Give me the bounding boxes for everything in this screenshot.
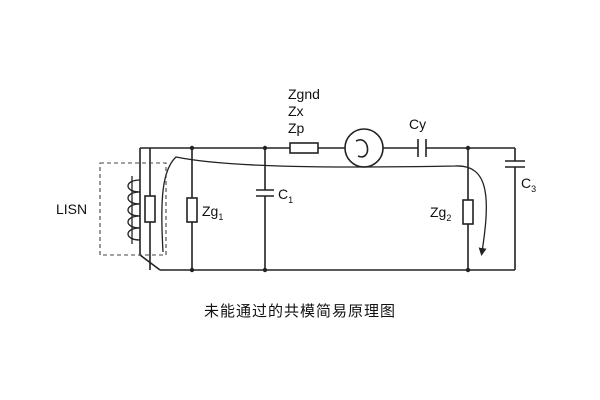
zg2-label-main: Zg [430, 204, 446, 220]
zp-resistor [289, 142, 319, 154]
zgnd-label: Zgnd [288, 86, 320, 102]
c1-label-main: C [278, 186, 288, 202]
figure-caption: 未能通过的共模简易原理图 [203, 302, 396, 320]
c1-label: C1 [278, 186, 293, 205]
junction-dot [465, 267, 471, 273]
current-path-arrow [161, 156, 487, 256]
junction-dot [465, 145, 471, 151]
zg2-resistor [462, 199, 474, 225]
ac-source-wave [355, 139, 369, 158]
junction-dot [189, 267, 195, 273]
lisn-resistor [144, 195, 156, 223]
c3-label: C3 [521, 175, 536, 194]
junction-dot [262, 267, 268, 273]
zg2-label-subscript: 2 [446, 213, 451, 223]
zg1-label: Zg1 [202, 203, 223, 222]
zg1-label-subscript: 1 [218, 212, 223, 222]
lisn-wire-bottom [139, 254, 161, 271]
c3-label-main: C [521, 175, 531, 191]
lisn-inductor-coil [127, 179, 141, 241]
zg1-resistor [186, 197, 198, 223]
c3-label-subscript: 3 [531, 184, 536, 194]
junction-dots [189, 145, 471, 273]
zp-label: Zp [288, 120, 305, 136]
ac-source-circle [344, 128, 384, 168]
cy-label: Cy [409, 116, 426, 132]
zg2-label: Zg2 [430, 204, 451, 223]
junction-dot [262, 145, 268, 151]
lisn-dashed-box [99, 162, 167, 256]
circuit-wires [139, 147, 516, 271]
junction-dot [189, 145, 195, 151]
zx-label: Zx [288, 103, 304, 119]
zg1-label-main: Zg [202, 203, 218, 219]
lisn-label: LISN [56, 201, 87, 217]
c1-label-subscript: 1 [288, 195, 293, 205]
